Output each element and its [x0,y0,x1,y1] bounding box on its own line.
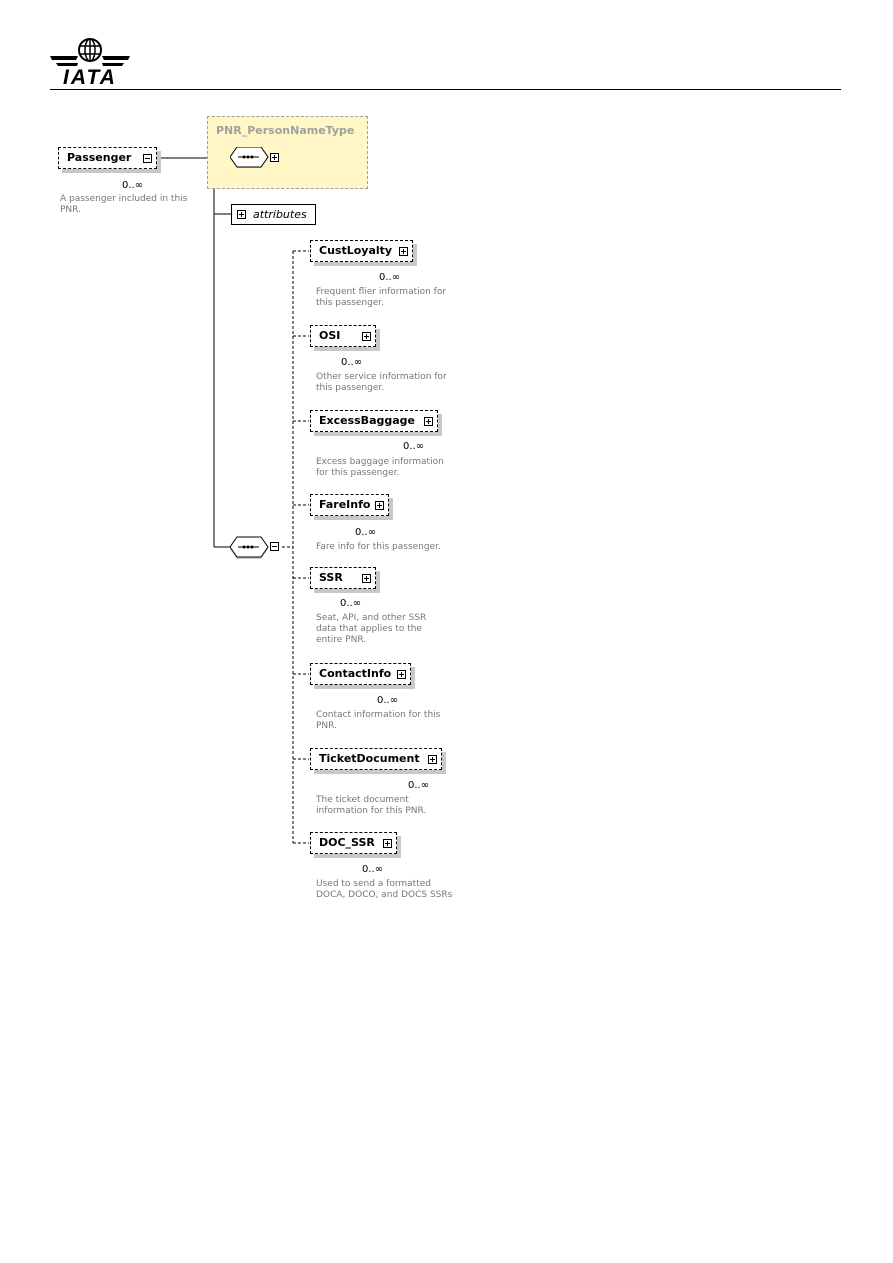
element-description: Seat, API, and other SSR data that appli… [316,613,427,645]
child-element-osi[interactable]: OSI [310,325,376,347]
passenger-element[interactable]: Passenger [58,147,157,169]
element-name: TicketDocument [319,752,420,765]
expand-icon[interactable] [237,210,246,219]
child-element-excessbaggage[interactable]: ExcessBaggage [310,410,438,432]
element-description: Frequent flier information for this pass… [316,287,447,308]
child-element-contactinfo[interactable]: ContactInfo [310,663,411,685]
element-description: Fare info for this passenger. [316,542,441,552]
globe-wings-icon [50,38,130,66]
sequence-icon [230,147,269,168]
sequence-compositor-top[interactable] [230,147,269,169]
expand-icon[interactable] [270,153,279,162]
child-element-doc-ssr[interactable]: DOC_SSR [310,832,397,854]
element-name: FareInfo [319,498,371,511]
multiplicity: 0..∞ [355,527,377,538]
element-description: A passenger included in this PNR. [60,194,188,215]
expand-icon[interactable] [424,417,433,426]
element-description: Contact information for this PNR. [316,710,441,731]
element-description: Excess baggage information for this pass… [316,457,444,478]
multiplicity: 0..∞ [340,598,362,609]
element-name: ExcessBaggage [319,414,415,427]
multiplicity: 0..∞ [362,864,384,875]
header-divider [50,89,841,90]
logo-text: IATA [63,66,117,89]
expand-icon[interactable] [362,332,371,341]
attributes-label: attributes [253,208,307,221]
child-element-ssr[interactable]: SSR [310,567,376,589]
element-name: ContactInfo [319,667,392,680]
expand-icon[interactable] [397,670,406,679]
element-description: Other service information for this passe… [316,372,447,393]
multiplicity: 0..∞ [408,780,430,791]
element-description: Used to send a formatted DOCA, DOCO, and… [316,879,453,900]
sequence-icon [230,536,269,559]
expand-icon[interactable] [362,574,371,583]
multiplicity: 0..∞ [377,695,399,706]
element-name: CustLoyalty [319,244,393,257]
child-element-custloyalty[interactable]: CustLoyalty [310,240,413,262]
child-element-fareinfo[interactable]: FareInfo [310,494,389,516]
expand-icon[interactable] [399,247,408,256]
expand-icon[interactable] [375,501,384,510]
element-name: SSR [319,571,343,584]
type-name: PNR_PersonNameType [216,124,355,137]
multiplicity: 0..∞ [379,272,401,283]
attributes-group[interactable]: attributes [231,204,316,225]
child-element-ticketdocument[interactable]: TicketDocument [310,748,442,770]
element-description: The ticket document information for this… [316,795,427,816]
expand-icon[interactable] [428,755,437,764]
sequence-compositor-children[interactable] [230,536,269,559]
element-name: Passenger [67,151,132,164]
element-name: DOC_SSR [319,836,375,849]
multiplicity: 0..∞ [403,441,425,452]
iata-logo: IATA [48,36,138,90]
multiplicity: 0..∞ [122,180,144,191]
multiplicity: 0..∞ [341,357,363,368]
expand-icon[interactable] [383,839,392,848]
collapse-icon[interactable] [143,154,152,163]
collapse-icon[interactable] [270,542,279,551]
element-name: OSI [319,329,341,342]
